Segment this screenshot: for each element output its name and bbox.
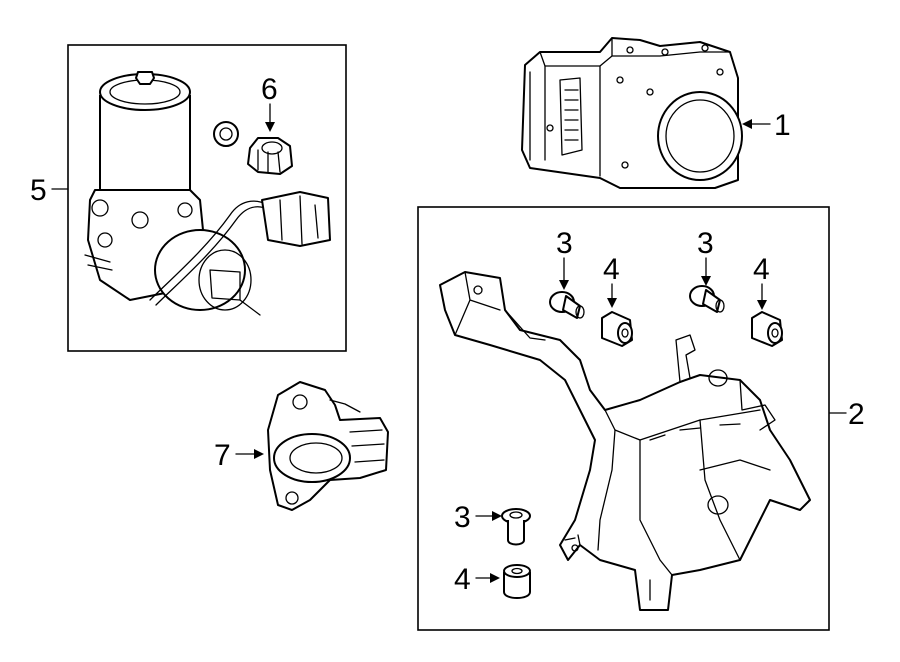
callout-4-upper-left: 4: [603, 253, 620, 286]
bolt-part-c: [501, 508, 531, 546]
bushing-part-a: [601, 311, 633, 347]
callout-5: 5: [30, 174, 47, 207]
callout-1: 1: [774, 109, 791, 142]
bushing-part-b: [751, 311, 783, 347]
callout-4-lower: 4: [454, 563, 471, 596]
sensor-part: [267, 381, 389, 511]
callout-3-upper-right: 3: [697, 227, 714, 260]
pump-motor-part: [84, 71, 331, 316]
abs-modulator-part: [521, 37, 743, 189]
filter-seal-part: [213, 121, 293, 175]
bolt-part-a: [549, 291, 585, 319]
bushing-part-c: [503, 564, 531, 599]
leader-lines: [51, 103, 847, 583]
callout-3-lower: 3: [454, 501, 471, 534]
assembly-box-2: [417, 206, 830, 631]
callout-3-upper-left: 3: [556, 227, 573, 260]
bolt-part-b: [689, 285, 725, 313]
bracket-part: [439, 271, 811, 611]
callout-6: 6: [261, 73, 278, 106]
callout-2: 2: [848, 398, 865, 431]
callout-4-upper-right: 4: [753, 253, 770, 286]
assembly-box-5: [67, 44, 347, 352]
callout-7: 7: [214, 439, 231, 472]
